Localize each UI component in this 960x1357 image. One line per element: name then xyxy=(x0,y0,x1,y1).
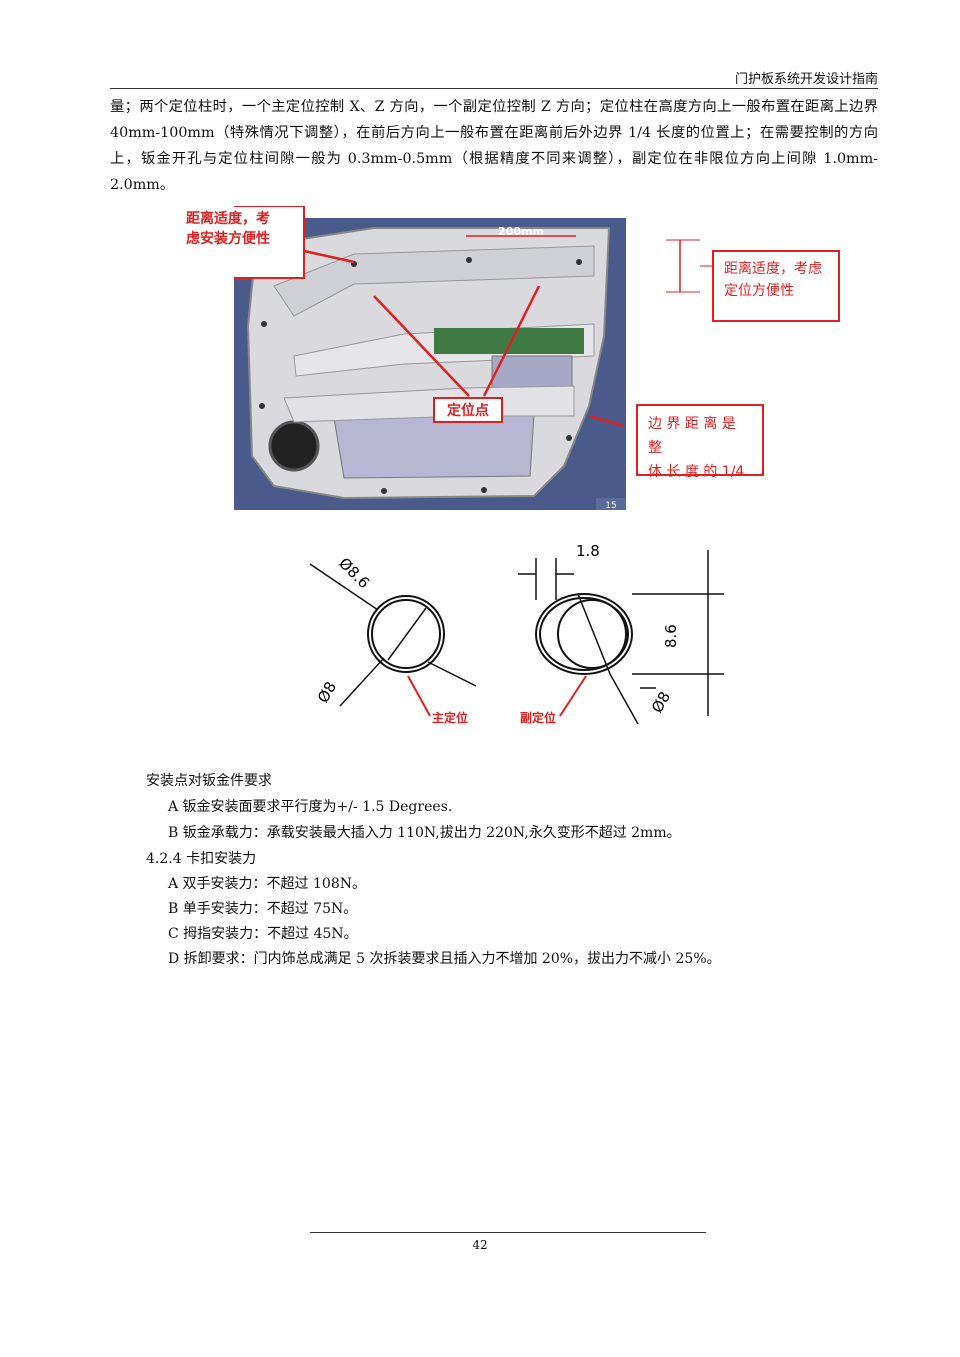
main-inner-dia: Ø8 xyxy=(314,679,340,706)
speaker-grille xyxy=(268,420,320,472)
sub-height-label: 8.6 xyxy=(662,624,680,648)
section-424-item: C 拇指安装力：不超过 45N。 xyxy=(168,926,358,942)
sub-gap-label: 1.8 xyxy=(576,542,600,560)
sub-dia-label: Ø8 xyxy=(648,689,674,716)
door-panel-figure: 200mm 定位点 15 xyxy=(183,205,626,514)
running-header: 门护板系统开发设计指南 xyxy=(734,72,878,87)
callout-right-top: 距离适度，考虑 定位方便性 xyxy=(712,250,840,322)
sub-locator-label: 副定位 xyxy=(520,710,556,725)
section-424-heading: 4.2.4 卡扣安装力 xyxy=(146,851,257,867)
sub-locator-drawing xyxy=(535,593,633,675)
body-paragraph: 量；两个定位柱时，一个主定位控制 X、Z 方向，一个副定位控制 Z 方向；定位柱… xyxy=(110,99,878,193)
locator-hole-diagram: Ø8.6 Ø8 主定位 1.8 8.6 Ø8 副定位 xyxy=(300,536,740,736)
map-pocket xyxy=(333,413,535,479)
section-424-item: A 双手安装力：不超过 108N。 xyxy=(168,876,366,892)
header-rule xyxy=(110,88,878,89)
main-outer-dia: Ø8.6 xyxy=(335,554,373,592)
dimension-label: 200mm xyxy=(498,225,544,238)
main-locator-drawing xyxy=(367,595,445,673)
height-dimension-arrows xyxy=(666,239,712,293)
callout-center-box xyxy=(433,397,503,423)
requirements-item: A 钣金安装面要求平行度为+/- 1.5 Degrees. xyxy=(168,799,453,815)
section-424-item: B 单手安装力：不超过 75N。 xyxy=(168,901,358,917)
callout-top-left: 距离适度，考 虑安装方便性 xyxy=(186,211,270,247)
callout-right-bottom: 边 界 距 离 是 整 体 长 度 的 1/4 xyxy=(636,404,764,480)
requirements-item: B 钣金承载力：承载安装最大插入力 110N,拔出力 220N,永久变形不超过 … xyxy=(168,825,681,841)
section-424-item: D 拆卸要求：门内饰总成满足 5 次拆装要求且插入力不增加 20%，拔出力不减小… xyxy=(168,951,721,967)
corner-tag: 15 xyxy=(605,501,616,510)
main-locator-label: 主定位 xyxy=(432,710,468,725)
corner-tag-bg xyxy=(596,498,626,510)
callout-center-label: 定位点 xyxy=(447,402,489,419)
footer-rule xyxy=(310,1232,706,1233)
page-number: 42 xyxy=(472,1238,488,1252)
green-switch-panel xyxy=(434,328,584,354)
requirements-heading: 安装点对钣金件要求 xyxy=(146,773,272,789)
